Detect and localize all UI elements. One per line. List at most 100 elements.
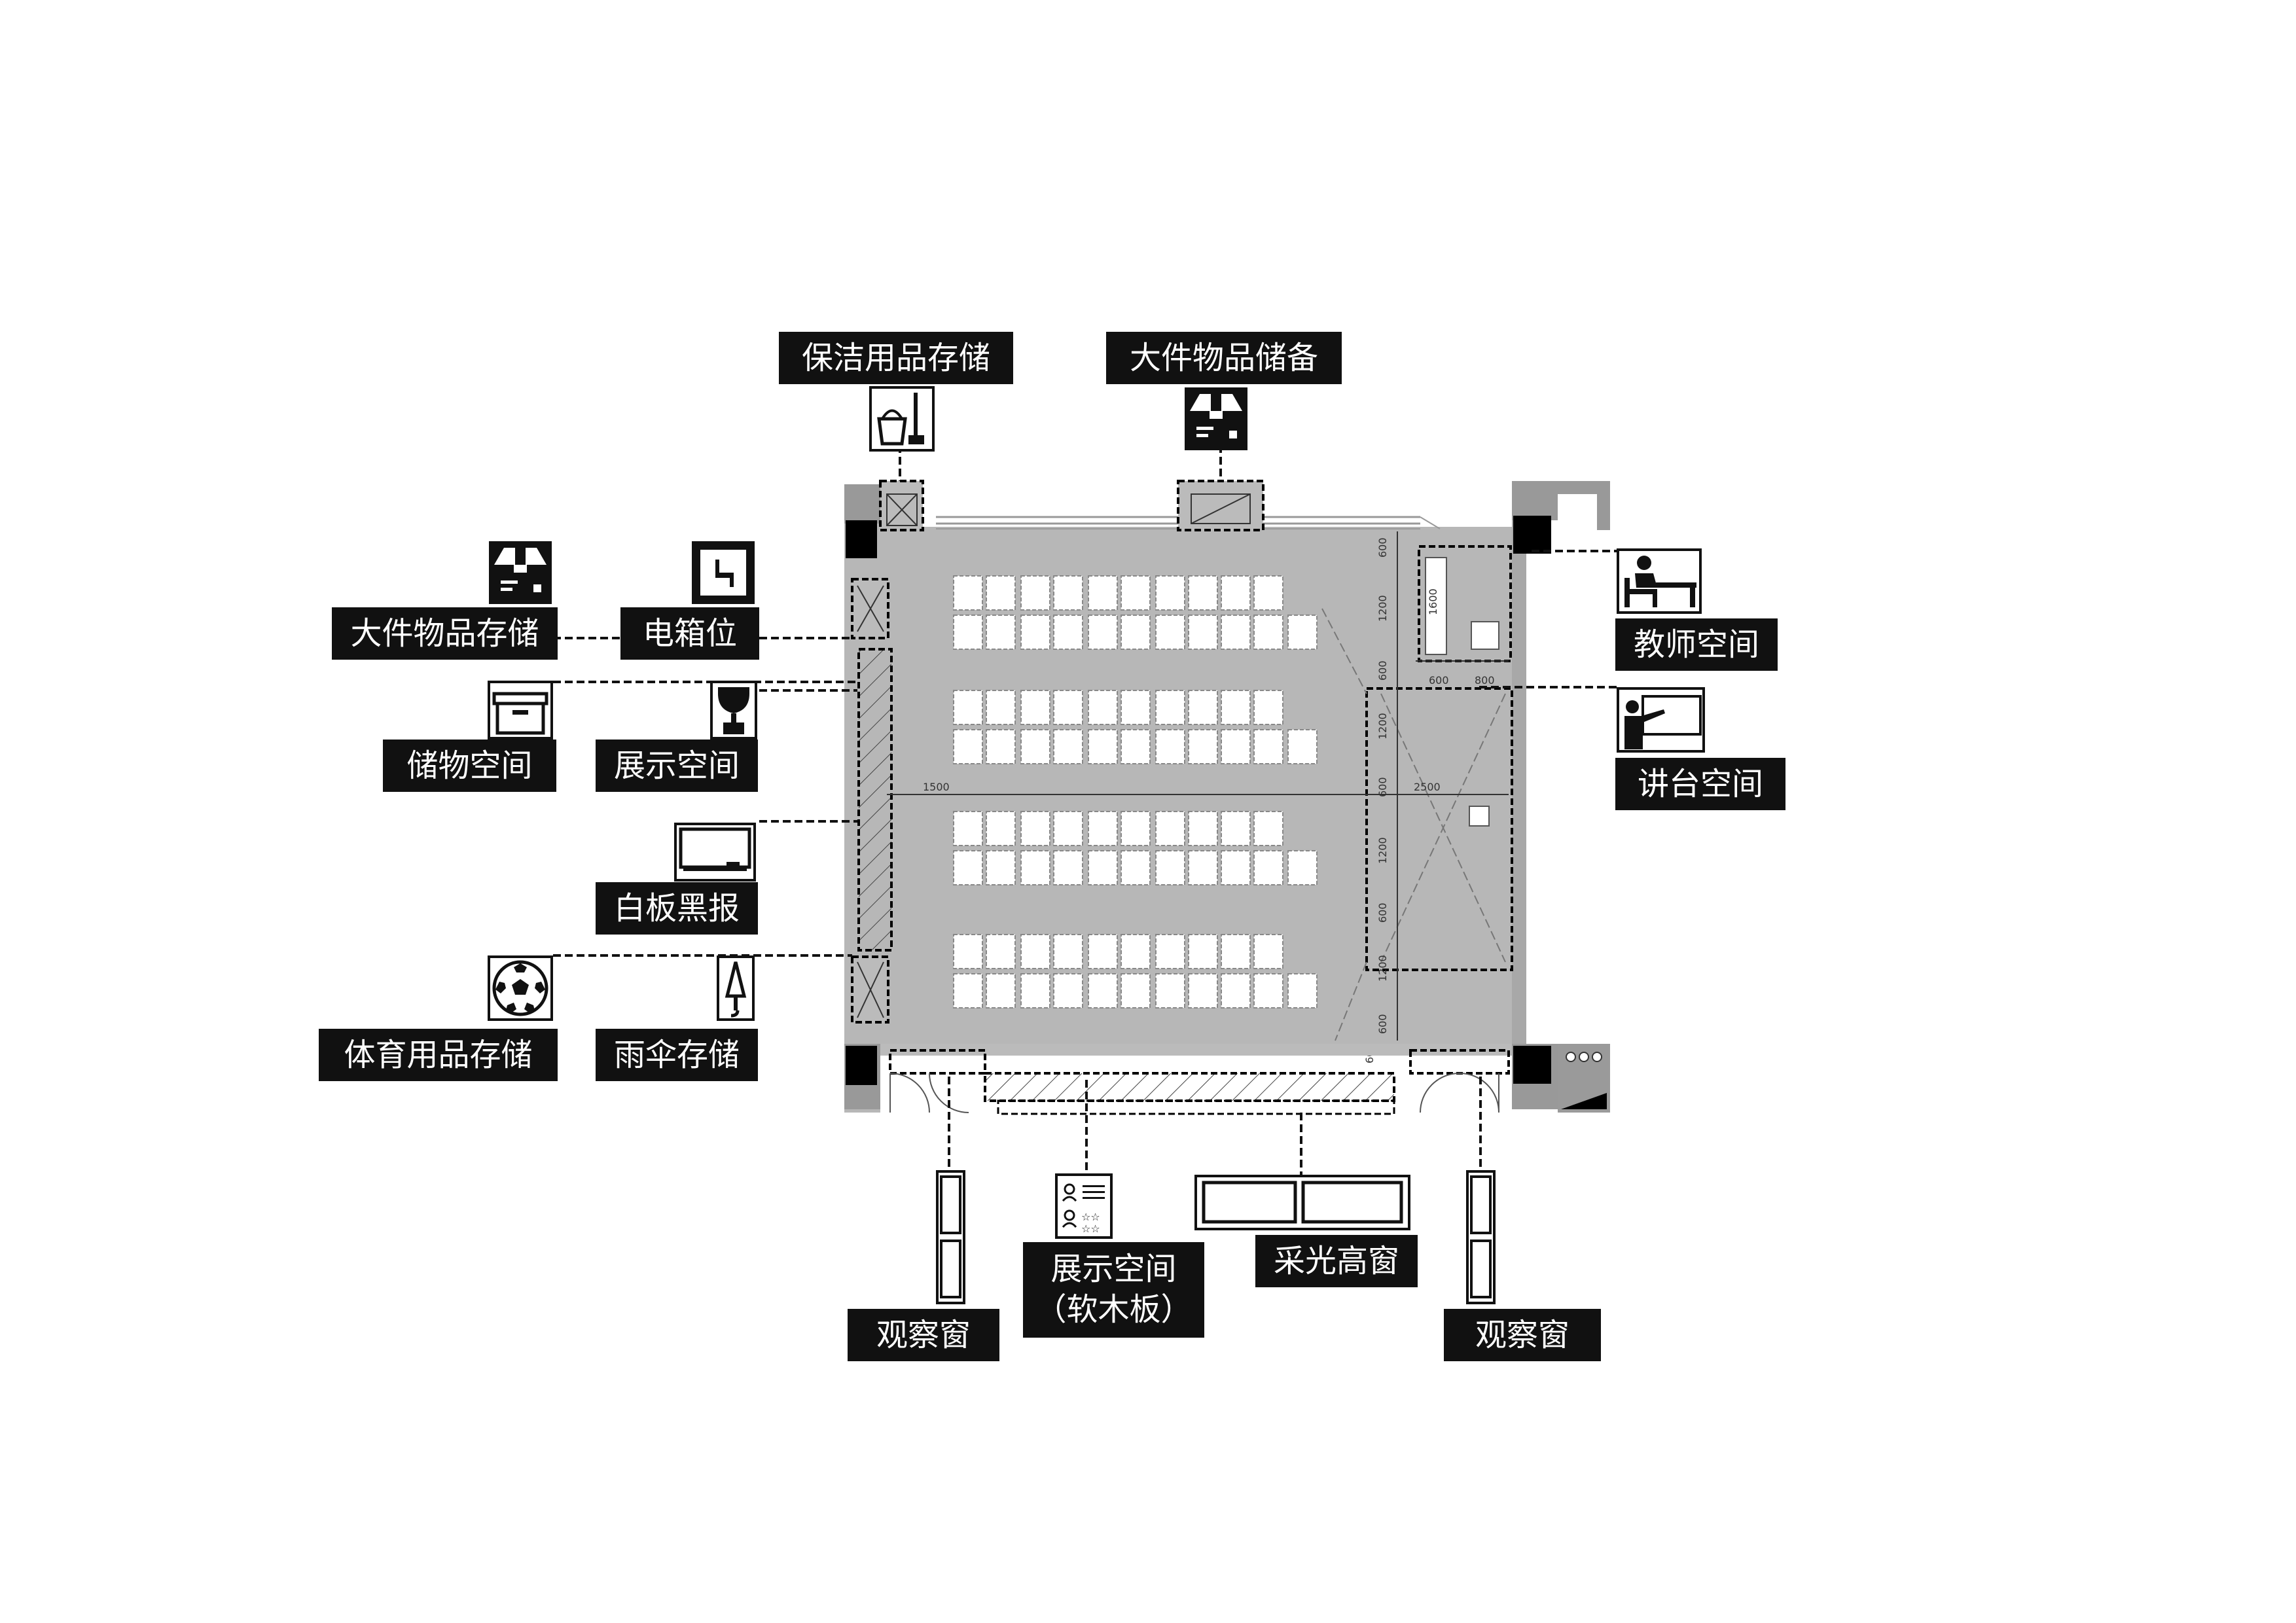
corkboard-icon: ☆☆☆☆ (1055, 1173, 1113, 1239)
window-icon (1194, 1175, 1410, 1230)
student-desk (1155, 811, 1185, 846)
student-desk (1188, 575, 1218, 611)
student-desk (1053, 934, 1083, 969)
student-desk (953, 850, 983, 885)
student-desk (1221, 690, 1251, 725)
student-desk (1088, 973, 1118, 1008)
dim-600-width: 600 (1429, 674, 1449, 687)
student-desk (1155, 615, 1185, 650)
student-desk (986, 690, 1016, 725)
student-desk (1053, 729, 1083, 764)
label-whiteboard: 白板黑报 (596, 882, 758, 935)
dim-1200-b: 1200 (1376, 713, 1389, 740)
student-desk (1121, 615, 1151, 650)
dim-600-d: 600 (1376, 902, 1389, 923)
observation-window-right-icon (1466, 1170, 1496, 1304)
label-podium-space: 讲台空间 (1615, 758, 1785, 810)
electric-box-icon (691, 540, 756, 605)
teacher-blackboard-icon (1617, 687, 1705, 753)
student-desk (1020, 729, 1050, 764)
student-desk (1188, 690, 1218, 725)
cardboard-box-icon (1183, 386, 1249, 452)
student-desk (1155, 850, 1185, 885)
student-desk (1088, 729, 1118, 764)
student-desk (1088, 934, 1118, 969)
label-observation-window-right: 观察窗 (1444, 1309, 1601, 1361)
student-desk (1253, 934, 1283, 969)
student-desk (1088, 615, 1118, 650)
student-desk (1121, 690, 1151, 725)
student-desk (986, 729, 1016, 764)
student-desk (1287, 729, 1318, 764)
dim-1600: 1600 (1427, 588, 1439, 615)
student-desk (1020, 575, 1050, 611)
dim-2500: 2500 (1414, 781, 1441, 793)
student-desks (953, 575, 1318, 1008)
football-icon (488, 955, 553, 1021)
label-large-item-storage: 大件物品存储 (332, 607, 558, 660)
student-desk (986, 973, 1016, 1008)
student-desk (1221, 934, 1251, 969)
student-desk (1155, 575, 1185, 611)
student-desk (986, 615, 1016, 650)
svg-text:☆☆: ☆☆ (1081, 1211, 1100, 1223)
student-desk (1221, 729, 1251, 764)
student-desk (1053, 575, 1083, 611)
student-desk (1253, 850, 1283, 885)
student-desk (1253, 575, 1283, 611)
label-display-corkboard-line2: （软木板） (1035, 1291, 1193, 1328)
label-sports-storage: 体育用品存储 (319, 1029, 558, 1081)
student-desk (1020, 811, 1050, 846)
label-electric-box: 电箱位 (620, 607, 759, 660)
student-desk (953, 811, 983, 846)
student-desk (953, 690, 983, 725)
bottom-wall (880, 1044, 1512, 1115)
student-desk (1188, 973, 1218, 1008)
teacher-office (1418, 545, 1512, 662)
student-desk (1253, 615, 1283, 650)
label-display-corkboard-line1: 展示空间 (1050, 1251, 1177, 1287)
student-desk (1020, 973, 1050, 1008)
student-desk (1253, 811, 1283, 846)
student-desk (953, 934, 983, 969)
student-desk (986, 934, 1016, 969)
student-desk (1053, 973, 1083, 1008)
student-desk (1020, 850, 1050, 885)
label-display-space: 展示空间 (596, 740, 758, 792)
trophy-icon (710, 681, 757, 740)
student-desk (1088, 850, 1118, 885)
student-desk (1253, 973, 1283, 1008)
dim-600-c: 600 (1376, 777, 1389, 797)
student-desk (1221, 850, 1251, 885)
student-desk (1020, 690, 1050, 725)
dimension-lines (887, 531, 1509, 1041)
label-observation-window-left: 观察窗 (848, 1309, 999, 1361)
student-desk (953, 729, 983, 764)
student-desk (1088, 690, 1118, 725)
student-desk (1188, 615, 1218, 650)
label-teacher-space: 教师空间 (1615, 618, 1778, 671)
student-desk (1088, 811, 1118, 846)
dim-1200-c: 1200 (1376, 837, 1389, 864)
dim-1200-d: 1200 (1376, 955, 1389, 982)
student-desk (1121, 850, 1151, 885)
student-desk (1155, 934, 1185, 969)
student-desk (1253, 729, 1283, 764)
student-desk (1020, 934, 1050, 969)
student-desk (1221, 615, 1251, 650)
label-clerestory-window: 采光高窗 (1255, 1235, 1418, 1287)
structural-columns (844, 481, 1610, 1113)
student-desk (1188, 850, 1218, 885)
student-desk (986, 811, 1016, 846)
student-desk (1221, 973, 1251, 1008)
student-desk (1020, 615, 1050, 650)
label-large-item-reserve: 大件物品储备 (1106, 332, 1342, 384)
cardboard-box-icon (488, 540, 553, 605)
student-desk (1287, 973, 1318, 1008)
podium-area (1321, 608, 1513, 1041)
leader-lines (553, 445, 1617, 1175)
student-desk (1121, 934, 1151, 969)
student-desk (986, 850, 1016, 885)
teacher-desk-icon (1617, 548, 1702, 614)
